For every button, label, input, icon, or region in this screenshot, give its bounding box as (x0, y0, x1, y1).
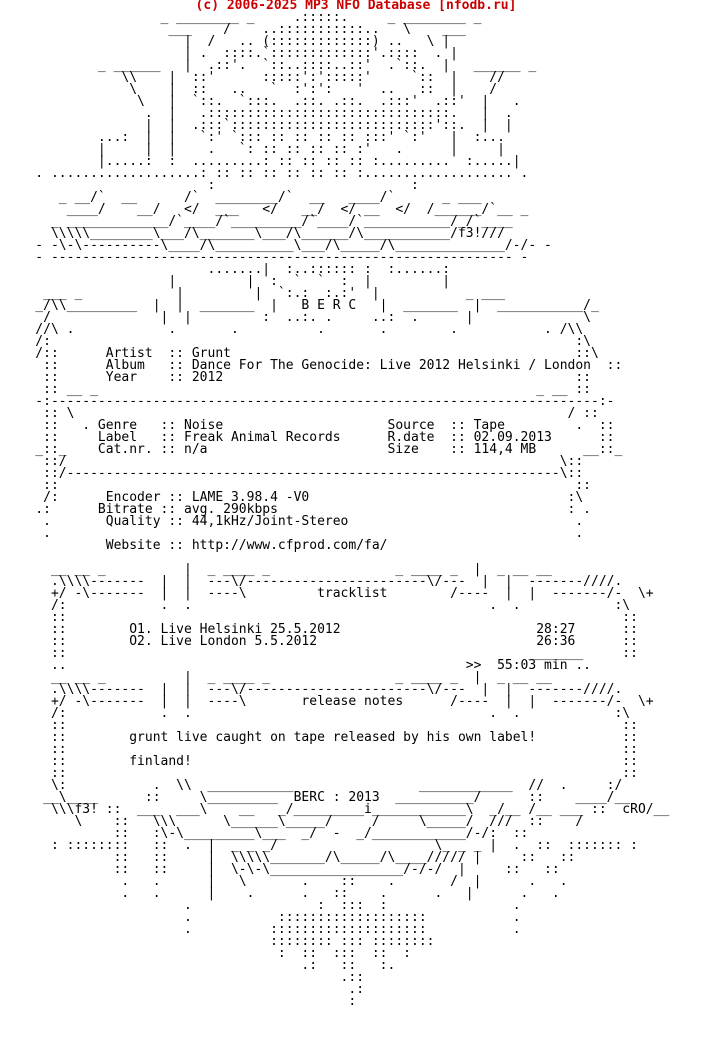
nfo-line: /:: Artist :: Grunt ::\ (4, 346, 599, 361)
nfo-line: .: (4, 982, 365, 997)
nfo-line: : (4, 994, 357, 1009)
nfo-line: ...: | | `:' `::: :: :: :: :: :::' `:' |… (4, 130, 505, 145)
nfo-line: . . | . . :: . . | . . (4, 886, 560, 901)
nfo-line: :: :: (4, 718, 638, 733)
nfo-line: __ __ _ | _ ____ _ _ ____ _ | _ __ __ (4, 562, 552, 577)
nfo-line: :: finland! :: (4, 754, 638, 769)
nfo-line: - --------------------------------------… (4, 250, 529, 265)
nfo-line: :: O1. Live Helsinki 25.5.2012 28:27 :: (4, 622, 638, 637)
nfo-line: ::/ \:: (4, 454, 584, 469)
nfo-line: | / .. (:::::::::::::) .. \ | (4, 34, 451, 49)
nfo-line: ____/ __/ </ ___ </ __/ </ __ </ /______… (4, 202, 529, 217)
nfo-line: . ::::::::::::::::::: . (4, 910, 521, 925)
nfo-line: .: :: :. (4, 958, 396, 973)
nfo-line: :: Label :: Freak Animal Records R.date … (4, 430, 615, 445)
nfo-line: .\\\\------- | | ---\/------------------… (4, 574, 623, 589)
nfo-line: . ...................: :: :: :: :: :: ::… (4, 166, 529, 181)
nfo-line: _ __/` __ /` ________/` __ ____/` _ ___ (4, 190, 482, 205)
nfo-line: :: _______ :: (4, 646, 638, 661)
nfo-line: :: :: (4, 766, 638, 781)
nfo-line: :: O2. Live London 5.5.2012 26:36 :: (4, 634, 638, 649)
nfo-line: :: :: (4, 478, 591, 493)
nfo-line: :: grunt live caught on tape released by… (4, 730, 638, 745)
nfo-line: \\\f3! :: ___ ___\ __ _/_________i______… (4, 802, 670, 817)
nfo-ascii-art: _ ________ _ .:::::. _ ________ _ ___ / … (4, 10, 670, 1009)
nfo-line: .: Bitrate :: avg. 290kbps : . (4, 502, 591, 517)
nfo-line: /: . . . . :\ (4, 706, 631, 721)
nfo-line: __\____ :: \_________ BERC : 2013 ______… (4, 790, 631, 805)
nfo-line: | | .:::`::::::::::::::::::::::::::'::. … (4, 118, 513, 133)
nfo-line: /: :\ (4, 334, 591, 349)
nfo-line: . : ::: : . (4, 898, 521, 913)
nfo-line: :: :: (4, 742, 638, 757)
nfo-line: +/ -\------- | | ----\ release notes /--… (4, 694, 654, 709)
nfo-line: :: Album :: Dance For The Genocide: Live… (4, 358, 623, 373)
nfo-line: /: Encoder :: LAME 3.98.4 -V0 :\ (4, 490, 584, 505)
nfo-line: |.....: : .........: :: :: :: :: :......… (4, 154, 521, 169)
nfo-line: \: . \\ ___________ ____________ // . :/ (4, 778, 623, 793)
nfo-line: .:: (4, 970, 365, 985)
nfo-line: .. >> 55:03 min .. (4, 658, 591, 673)
nfo-line: : :::::::: :: . | _ _ _/ \_ _ _ | . :: :… (4, 838, 638, 853)
nfo-line: . | .:::::::::::::::::::::::::::::::. | … (4, 106, 513, 121)
nfo-line: \ :: \\\ \______\_____/ / \_____/ /// ::… (4, 814, 584, 829)
nfo-line: :: :: (4, 610, 638, 625)
nfo-line: //\ . . . . . . . /\\ (4, 322, 584, 337)
nfo-line: . . (4, 526, 584, 541)
nfo-line: ___ / ..:::::::::::.. \ ___ (4, 22, 466, 37)
nfo-line: :::::::: ::: :::::::: (4, 934, 435, 949)
nfo-line: :: . Genre :: Noise Source :: Tape . :: (4, 418, 615, 433)
nfo-line: /: . . . . :\ (4, 598, 631, 613)
nfo-line: ___ _ | | `:.: :.:' | _ ___ (4, 286, 505, 301)
nfo-line: :: :: | \-\-\_________________/-/-/ | ::… (4, 862, 560, 877)
nfo-line: .......| :..:::::: : :......: (4, 262, 451, 277)
nfo-line: : :: ::: :: : (4, 946, 411, 961)
nfo-line: . Quality :: 44,1kHz/Joint-Stereo . (4, 514, 584, 529)
nfo-line: :: Year :: 2012 :: (4, 370, 591, 385)
nfo-line: | | : ` ` : | | (4, 274, 451, 289)
nfo-line: : : (4, 178, 419, 193)
nfo-line: ::/-------------------------------------… (4, 466, 584, 481)
nfo-line: \ | :: .. ` :':': ' .. :: | / (4, 82, 498, 97)
nfo-line: _::_ Cat.nr. :: n/a Size :: 114,4 MB __:… (4, 442, 623, 457)
nfo-line: :: __ _ _ __ :: (4, 382, 591, 397)
nfo-line: _ _____________/`____/`_________/`____/`… (4, 214, 513, 229)
nfo-line: _ ______ | .::'. `::..::::..::' .`::. | … (4, 58, 537, 73)
nfo-line: __ __ _ | _ ____ _ _ ____ _ | _ __ __ (4, 670, 552, 685)
nfo-line: .\\\\------- | | ---\/------------------… (4, 682, 623, 697)
nfo-line: -:--------------------------------------… (4, 394, 615, 409)
nfo-line: Website :: http://www.cfprod.com/fa/ (4, 538, 388, 553)
nfo-line: _/\\_________ | | _______ | B E R C | __… (4, 298, 599, 313)
nfo-line: \\\\\________\___/\_______\___/\______/\… (4, 226, 505, 241)
nfo-line: - -\-\----------\____/\__________\___/\_… (4, 238, 552, 253)
nfo-line: / | | : ..:. . ..: . | \ (4, 310, 591, 325)
site-watermark: (c) 2006-2025 MP3 NFO Database [nfodb.ru… (195, 0, 517, 13)
nfo-line: . . | \ . :: . / | . . (4, 874, 568, 889)
nfo-line: \\ | ::' :::::':':::::' `:: | // (4, 70, 505, 85)
nfo-line: :: \ / :: (4, 406, 599, 421)
nfo-line: . :::::::::::::::::::: . (4, 922, 521, 937)
nfo-line: +/ -\------- | | ----\ tracklist /---- |… (4, 586, 654, 601)
nfo-line: :: :: | \\\\\_______/\_____/\____///// |… (4, 850, 576, 865)
nfo-line: \ | `::. `:::. .::. .::. .:::' .::' | . (4, 94, 521, 109)
nfo-line: _ ________ _ .:::::. _ ________ _ (4, 10, 482, 25)
nfo-line: | | | . `: :: :: :: :: :' . | | (4, 142, 505, 157)
nfo-line: :: :\-\_________\___ _/ - _/____________… (4, 826, 529, 841)
nfo-line: | . ::::.`:::::::::::::'.:::: . | (4, 46, 458, 61)
